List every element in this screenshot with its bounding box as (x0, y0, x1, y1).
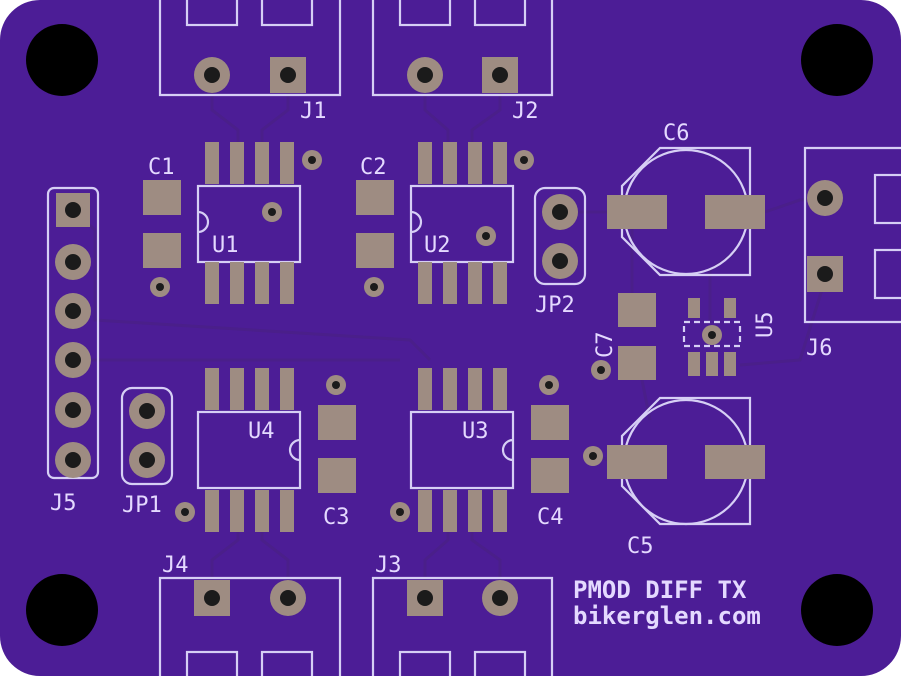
header-j5 (46, 186, 100, 480)
capacitor-c5 (583, 396, 765, 526)
capacitor-c7 (591, 293, 656, 380)
capacitor-c6 (607, 146, 765, 277)
label-j1: J1 (300, 99, 327, 124)
label-c4: C4 (537, 505, 564, 530)
label-u2: U2 (424, 233, 451, 258)
mounting-hole-top-left (26, 24, 98, 96)
label-jp1: JP1 (122, 493, 162, 518)
label-u3: U3 (462, 419, 489, 444)
label-j3: J3 (375, 553, 402, 578)
board-website: bikerglen.com (573, 602, 761, 630)
ic-u2 (409, 142, 534, 304)
label-j5: J5 (50, 491, 77, 516)
connector-j3 (371, 576, 554, 676)
label-c7: C7 (593, 332, 618, 359)
board-title: PMOD DIFF TX (573, 576, 747, 604)
label-c5: C5 (627, 534, 654, 559)
label-c6: C6 (663, 121, 690, 146)
ic-u3 (390, 368, 515, 532)
capacitor-c4 (531, 375, 569, 493)
label-c3: C3 (323, 505, 350, 530)
connector-j2 (371, 0, 554, 97)
label-u4: U4 (248, 419, 275, 444)
ic-u4 (175, 368, 302, 532)
capacitor-c1 (143, 180, 181, 297)
mounting-hole-top-right (801, 24, 873, 96)
jumper-jp1 (120, 386, 174, 486)
jumper-jp2 (533, 186, 587, 286)
mounting-hole-bottom-right (801, 574, 873, 646)
label-c2: C2 (360, 155, 387, 180)
ic-u5 (682, 298, 742, 376)
label-j4: J4 (162, 553, 189, 578)
label-u1: U1 (212, 233, 239, 258)
capacitor-c2 (356, 180, 394, 297)
label-jp2: JP2 (535, 293, 575, 318)
ic-u1 (196, 142, 322, 304)
mounting-hole-bottom-left (26, 574, 98, 646)
label-j2: J2 (512, 99, 539, 124)
label-j6: J6 (806, 336, 833, 361)
connector-j6 (803, 146, 901, 324)
connector-j1 (158, 0, 342, 97)
label-c1: C1 (148, 155, 175, 180)
label-u5: U5 (753, 312, 778, 339)
capacitor-c3 (318, 375, 356, 493)
connector-j4 (158, 576, 342, 676)
